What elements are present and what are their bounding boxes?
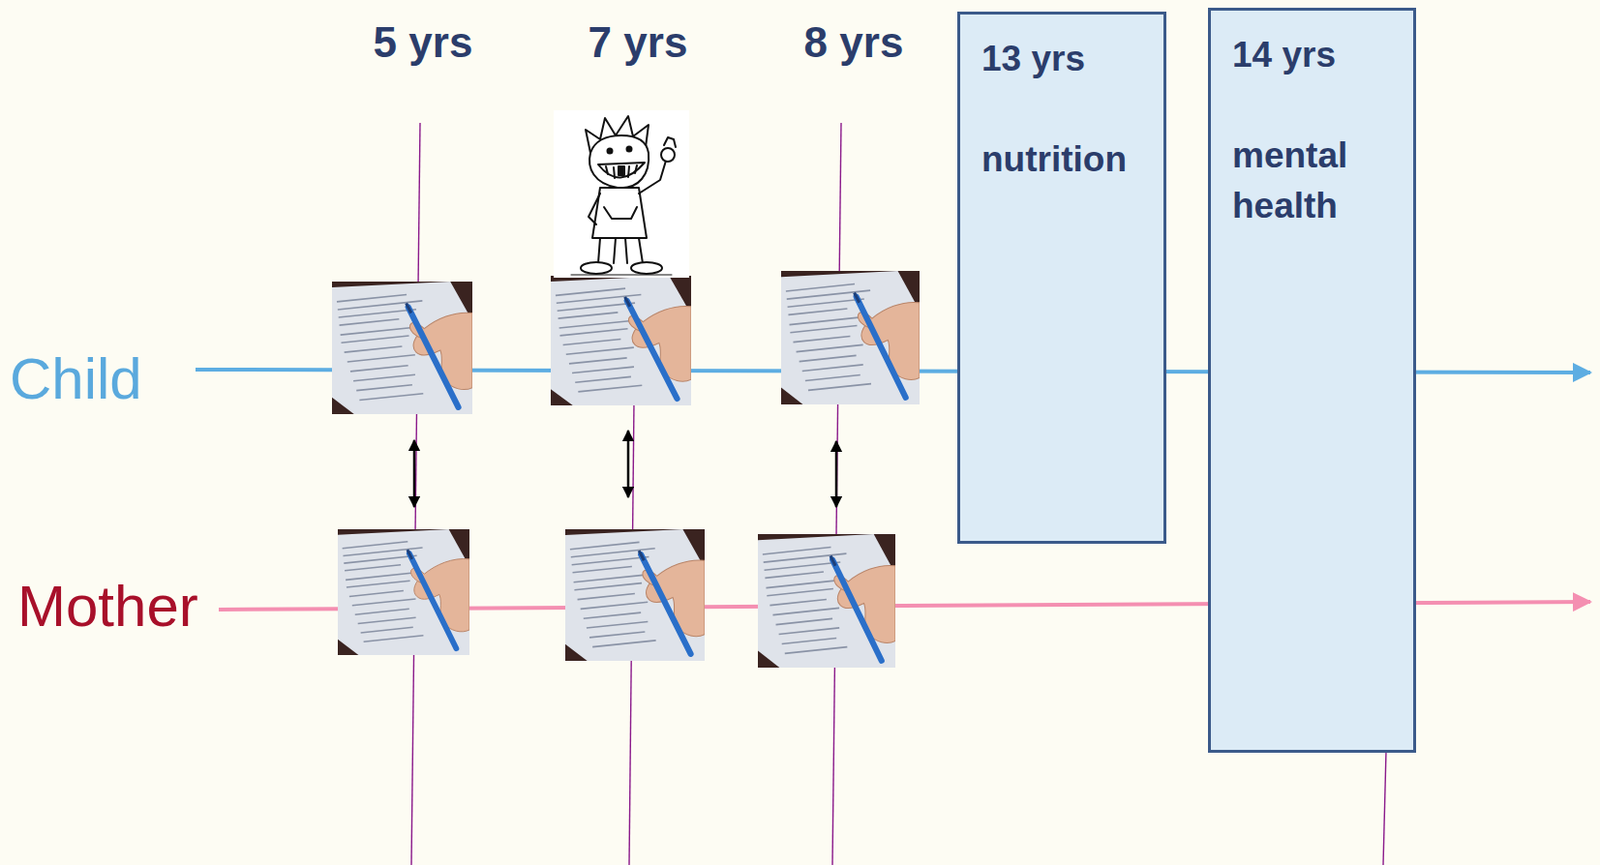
- study-wave-box: 13 yrs nutrition: [957, 11, 1167, 544]
- cartoon-boy: [631, 262, 663, 274]
- questionnaire-photo: [337, 529, 470, 656]
- cartoon-boy: [627, 147, 633, 152]
- cartoon-boy: [603, 207, 637, 219]
- questionnaire-photo: [332, 271, 920, 668]
- cartoon-boy: [598, 162, 645, 179]
- cartoon-boy: [571, 116, 676, 275]
- cartoon-boy: [553, 110, 690, 278]
- double-arrow: [414, 430, 837, 508]
- cartoon-boy: [664, 137, 676, 148]
- cartoon-boy: [580, 262, 612, 274]
- cartoon-boy: [598, 238, 601, 264]
- age-label: 7 yrs: [588, 19, 689, 66]
- double-arrow: [627, 430, 631, 498]
- cartoon-boy: [613, 238, 616, 264]
- cartoon-boy: [571, 274, 672, 276]
- cartoon-boy: [592, 187, 647, 239]
- double-arrow: [835, 441, 839, 508]
- cartoon-boy: [553, 110, 690, 278]
- cartoon-boy: [605, 166, 608, 175]
- questionnaire-photo: [332, 281, 473, 415]
- cartoon-boy: [607, 149, 613, 154]
- questionnaire-photo: [757, 534, 896, 668]
- row-label: Mother: [17, 574, 199, 639]
- cartoon-boy: [613, 167, 615, 179]
- time-marker-lines: [1383, 751, 1387, 865]
- cartoon-boy: [661, 148, 675, 162]
- cartoon-boy: [588, 193, 601, 225]
- questionnaire-photo: [550, 275, 692, 406]
- cartoon-boy: [628, 166, 630, 178]
- age-label: 8 yrs: [804, 19, 905, 66]
- row-label: Child: [9, 347, 143, 412]
- cartoon-boy: [638, 238, 643, 264]
- time-marker-lines: [832, 122, 842, 865]
- time-marker-lines: [411, 122, 421, 865]
- age-heading: 14 yrs: [1232, 30, 1396, 81]
- study-wave-box: 14 yrs mental health: [1207, 7, 1417, 754]
- double-arrow: [413, 440, 417, 508]
- cartoon-boy: [625, 238, 628, 264]
- cartoon-boy: [638, 160, 666, 194]
- age-heading: 13 yrs: [981, 33, 1147, 85]
- questionnaire-photo: [565, 529, 705, 662]
- measure-name: mental health: [1232, 130, 1396, 232]
- age-label: 5 yrs: [373, 19, 474, 66]
- cartoon-boy: [618, 166, 625, 176]
- cartoon-boy: [589, 135, 649, 188]
- cartoon-boy: [634, 165, 637, 174]
- questionnaire-photo: [781, 271, 920, 405]
- measure-name: nutrition: [981, 134, 1147, 185]
